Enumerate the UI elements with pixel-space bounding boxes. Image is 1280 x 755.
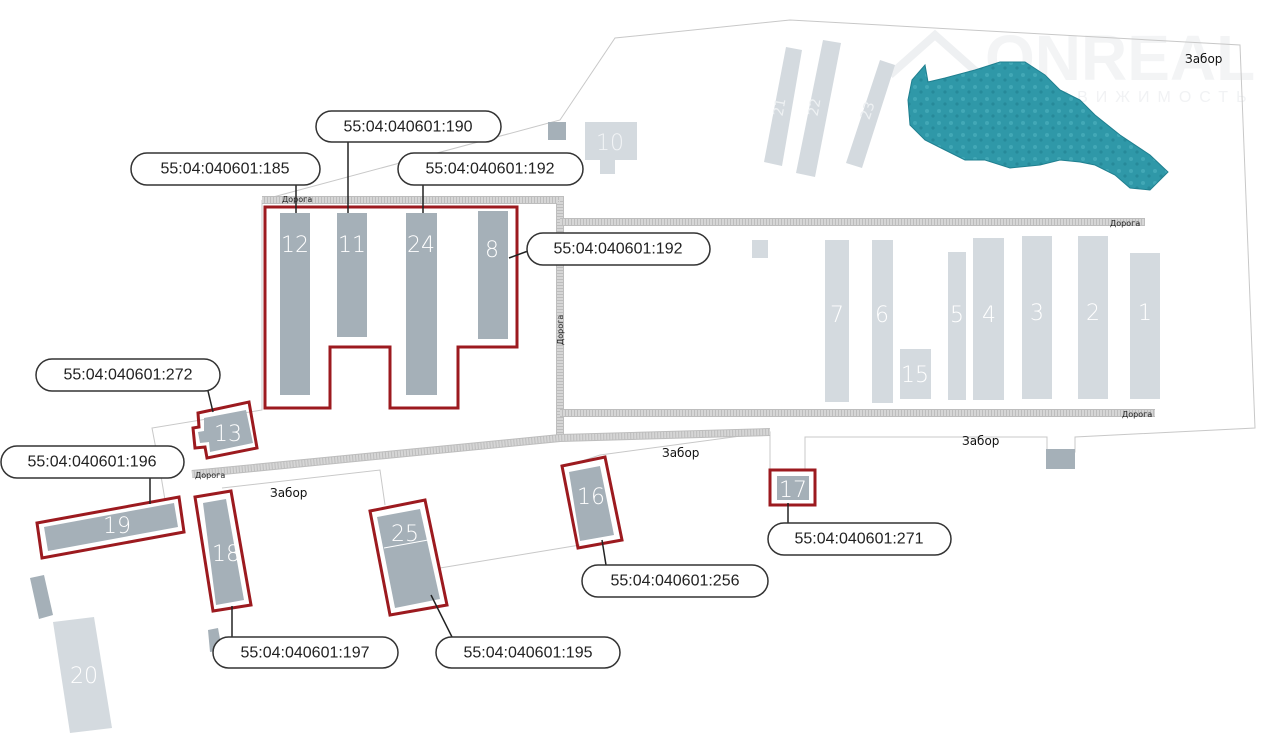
svg-text:15: 15 [901,363,929,388]
svg-text:6: 6 [875,303,889,328]
svg-text:12: 12 [281,233,309,258]
building-small[interactable] [752,240,768,258]
road-label: Дорога [282,195,312,204]
buildings-other: 21 22 23 10 7 6 15 5 4 3 2 1 [30,40,1160,733]
building-3[interactable]: 3 [1022,236,1052,399]
svg-text:3: 3 [1030,301,1044,326]
building-small[interactable] [30,575,53,619]
fence-link [439,544,581,569]
building-12[interactable]: 12 [280,213,310,395]
svg-text:24: 24 [407,233,435,258]
building-1[interactable]: 1 [1130,253,1160,399]
svg-text:1: 1 [1138,301,1152,326]
svg-text:55:04:040601:192: 55:04:040601:192 [425,161,554,178]
svg-text:8: 8 [485,238,499,263]
building-17[interactable]: 17 [768,468,817,507]
callout-256[interactable]: 55:04:040601:256 [581,539,769,598]
roads [191,196,1155,478]
svg-text:7: 7 [830,303,844,328]
callout-272[interactable]: 55:04:040601:272 [35,358,221,413]
building-7[interactable]: 7 [825,240,849,402]
road-label: Дорога [195,471,225,480]
svg-text:17: 17 [779,478,807,503]
road-label: Дорога [1122,410,1152,419]
svg-text:10: 10 [596,131,624,156]
svg-text:13: 13 [214,422,242,447]
building-10[interactable]: 10 [585,122,637,174]
building-25[interactable]: 25 [368,498,449,617]
building-18[interactable]: 18 [193,489,253,613]
pond [907,61,1169,191]
building-15[interactable]: 15 [900,349,931,399]
svg-text:55:04:040601:272: 55:04:040601:272 [63,367,192,384]
svg-text:20: 20 [70,664,98,689]
svg-text:55:04:040601:195: 55:04:040601:195 [463,645,592,662]
svg-text:4: 4 [982,303,996,328]
svg-text:5: 5 [950,303,964,328]
building-5[interactable]: 5 [948,252,966,400]
svg-text:18: 18 [212,542,240,567]
svg-text:55:04:040601:256: 55:04:040601:256 [610,573,739,590]
building-13[interactable]: 13 [191,400,259,460]
svg-text:11: 11 [338,233,366,258]
building-22[interactable]: 22 [796,40,841,177]
building-4[interactable]: 4 [973,238,1004,400]
svg-text:55:04:040601:197: 55:04:040601:197 [240,645,369,662]
svg-text:55:04:040601:185: 55:04:040601:185 [160,161,289,178]
callout-196[interactable]: 55:04:040601:196 [0,445,185,504]
buildings-selected: 12 11 24 8 13 19 18 25 16 [35,205,817,617]
building-24[interactable]: 24 [406,213,437,395]
parcel-outline-main [263,205,519,410]
building-2[interactable]: 2 [1078,236,1108,399]
callout-185[interactable]: 55:04:040601:185 [130,152,321,213]
building-21[interactable]: 21 [764,47,802,166]
svg-text:19: 19 [103,514,131,539]
fence-label: Забор [662,446,699,460]
svg-text:21: 21 [771,97,790,117]
svg-text:16: 16 [577,485,605,510]
callout-190[interactable]: 55:04:040601:190 [315,110,502,213]
fence-label: Забор [962,434,999,448]
building-6[interactable]: 6 [872,240,893,403]
callout-192-right[interactable]: 55:04:040601:192 [508,232,711,266]
svg-text:55:04:040601:190: 55:04:040601:190 [343,119,472,136]
building-small[interactable] [548,122,566,140]
callout-192-top[interactable]: 55:04:040601:192 [397,152,584,213]
svg-text:55:04:040601:192: 55:04:040601:192 [553,241,682,258]
callout-271[interactable]: 55:04:040601:271 [767,503,952,556]
svg-text:23: 23 [858,100,879,122]
svg-text:55:04:040601:196: 55:04:040601:196 [27,454,156,471]
svg-text:25: 25 [391,522,419,547]
svg-text:55:04:040601:271: 55:04:040601:271 [794,531,923,548]
fence-label: Забор [270,486,307,500]
building-11[interactable]: 11 [337,213,367,337]
building-8[interactable]: 8 [478,211,508,339]
fence-south [221,469,386,506]
building-20[interactable]: 20 [53,617,112,733]
svg-text:2: 2 [1086,301,1100,326]
fence-label: Забор [1185,52,1222,66]
road-label: Дорога [556,315,565,345]
site-fence [261,19,1256,470]
callout-197[interactable]: 55:04:040601:197 [212,606,399,669]
building-small[interactable] [1046,449,1075,469]
callout-195[interactable]: 55:04:040601:195 [430,594,621,669]
road-label: Дорога [1110,219,1140,228]
svg-text:22: 22 [806,97,825,117]
building-16[interactable]: 16 [560,455,624,550]
fence-west [151,200,263,501]
building-23[interactable]: 23 [846,60,895,168]
building-19[interactable]: 19 [35,495,186,560]
